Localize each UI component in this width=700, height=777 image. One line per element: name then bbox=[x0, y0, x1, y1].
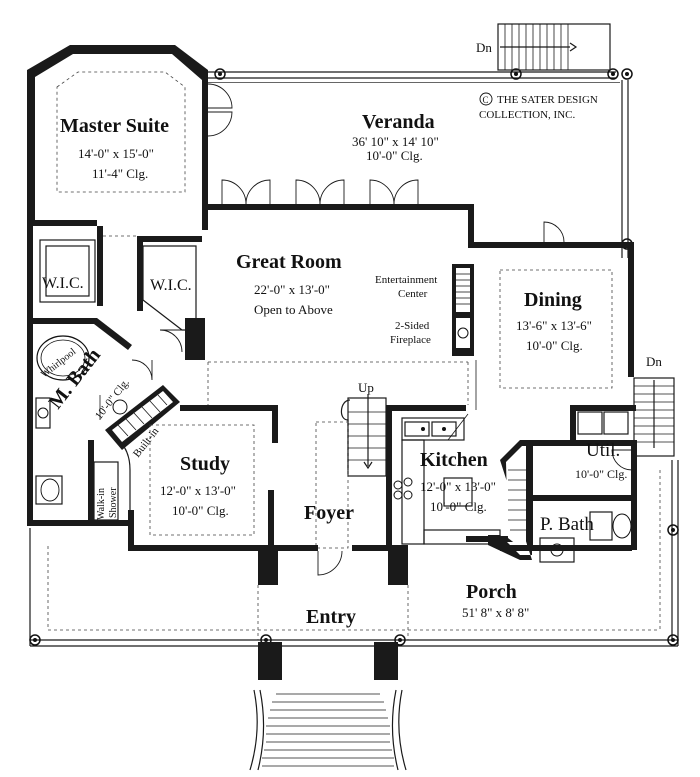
entertainment-label-2: Center bbox=[398, 288, 428, 300]
walk-in-label-1: Walk-in bbox=[96, 488, 107, 520]
kitchen-size: 12'-0" x 13'-0" bbox=[420, 479, 496, 494]
fireplace-label-2: Fireplace bbox=[390, 334, 431, 346]
great-room-name: Great Room bbox=[236, 251, 342, 273]
veranda-stairs bbox=[497, 23, 611, 71]
foyer-stairs bbox=[315, 394, 466, 549]
copyright-notice: C THE SATER DESIGN COLLECTION, INC. bbox=[479, 92, 598, 121]
closets bbox=[39, 226, 205, 360]
study-walls bbox=[27, 405, 278, 551]
copyright-line1: THE SATER DESIGN bbox=[497, 94, 598, 106]
dining-size: 13'-6" x 13'-6" bbox=[516, 318, 592, 333]
study-size: 12'-0" x 13'-0" bbox=[160, 483, 236, 498]
entry-name: Entry bbox=[306, 606, 356, 628]
util-pbath bbox=[527, 405, 637, 563]
dn-top-label: Dn bbox=[476, 40, 492, 55]
util-ceiling: 10'-0" Clg. bbox=[575, 467, 627, 481]
master-suite-name: Master Suite bbox=[60, 115, 169, 137]
kitchen-name: Kitchen bbox=[420, 449, 488, 471]
porch-size: 51' 8" x 8' 8" bbox=[462, 605, 529, 620]
up-label: Up bbox=[358, 380, 374, 395]
porch-name: Porch bbox=[466, 581, 517, 603]
fireplace-label-1: 2-Sided bbox=[395, 320, 430, 332]
walk-in-label-2: Shower bbox=[108, 487, 119, 518]
wic-right-name: W.I.C. bbox=[150, 277, 192, 294]
dining-name: Dining bbox=[524, 289, 582, 311]
great-room-north-wall bbox=[208, 179, 634, 248]
dining-walls bbox=[475, 242, 634, 410]
master-suite-walls bbox=[27, 45, 208, 526]
master-suite-size: 14'-0" x 15'-0" bbox=[78, 146, 154, 161]
dining-ceiling: 10'-0" Clg. bbox=[526, 338, 583, 353]
kitchen-stair bbox=[488, 440, 532, 560]
util-name: Util. bbox=[586, 440, 620, 461]
veranda-size: 36' 10" x 14' 10" bbox=[352, 134, 439, 149]
p-bath-name: P. Bath bbox=[540, 514, 594, 535]
interior-openings bbox=[103, 235, 469, 405]
study-ceiling: 10'-0" Clg. bbox=[172, 503, 229, 518]
dn-right-label: Dn bbox=[646, 354, 662, 369]
kitchen-ceiling: 10'-0" Clg. bbox=[430, 499, 487, 514]
study-name: Study bbox=[180, 453, 230, 475]
master-suite-ceiling: 11'-4" Clg. bbox=[92, 166, 148, 181]
copyright-symbol: C bbox=[483, 95, 489, 105]
great-room-size: 22'-0" x 13'-0" bbox=[254, 282, 330, 297]
entry-steps bbox=[249, 642, 407, 771]
entertainment-fireplace bbox=[452, 264, 474, 356]
built-in-cabinet bbox=[105, 385, 180, 450]
veranda-ceiling: 10'-0" Clg. bbox=[366, 148, 423, 163]
porch-structure bbox=[29, 460, 679, 647]
copyright-line2: COLLECTION, INC. bbox=[479, 109, 575, 121]
master-veranda-doors bbox=[207, 83, 233, 137]
entertainment-label-1: Entertainment bbox=[375, 274, 437, 286]
wic-left-name: W.I.C. bbox=[42, 275, 84, 292]
great-room-note: Open to Above bbox=[254, 302, 333, 317]
foyer-name: Foyer bbox=[304, 502, 354, 524]
veranda-name: Veranda bbox=[362, 111, 435, 133]
master-bath bbox=[33, 318, 153, 505]
dining-stairs bbox=[633, 377, 675, 457]
